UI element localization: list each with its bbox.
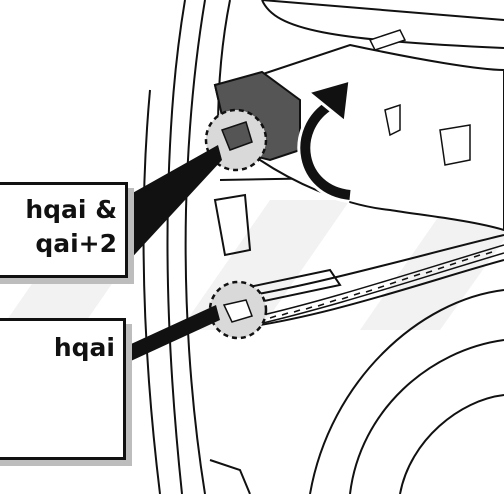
- callout-pointers: [118, 145, 222, 365]
- callout-top-line1: hqai &: [25, 195, 117, 224]
- callout-box-bottom: hqai: [0, 318, 126, 460]
- callout-box-top: hqai & qai+2: [0, 182, 128, 278]
- location-circle-icon: [204, 108, 268, 340]
- callout-bottom-label: hqai: [53, 333, 115, 362]
- curved-arrow-icon: [297, 77, 352, 203]
- callout-top-line2: qai+2: [35, 229, 117, 258]
